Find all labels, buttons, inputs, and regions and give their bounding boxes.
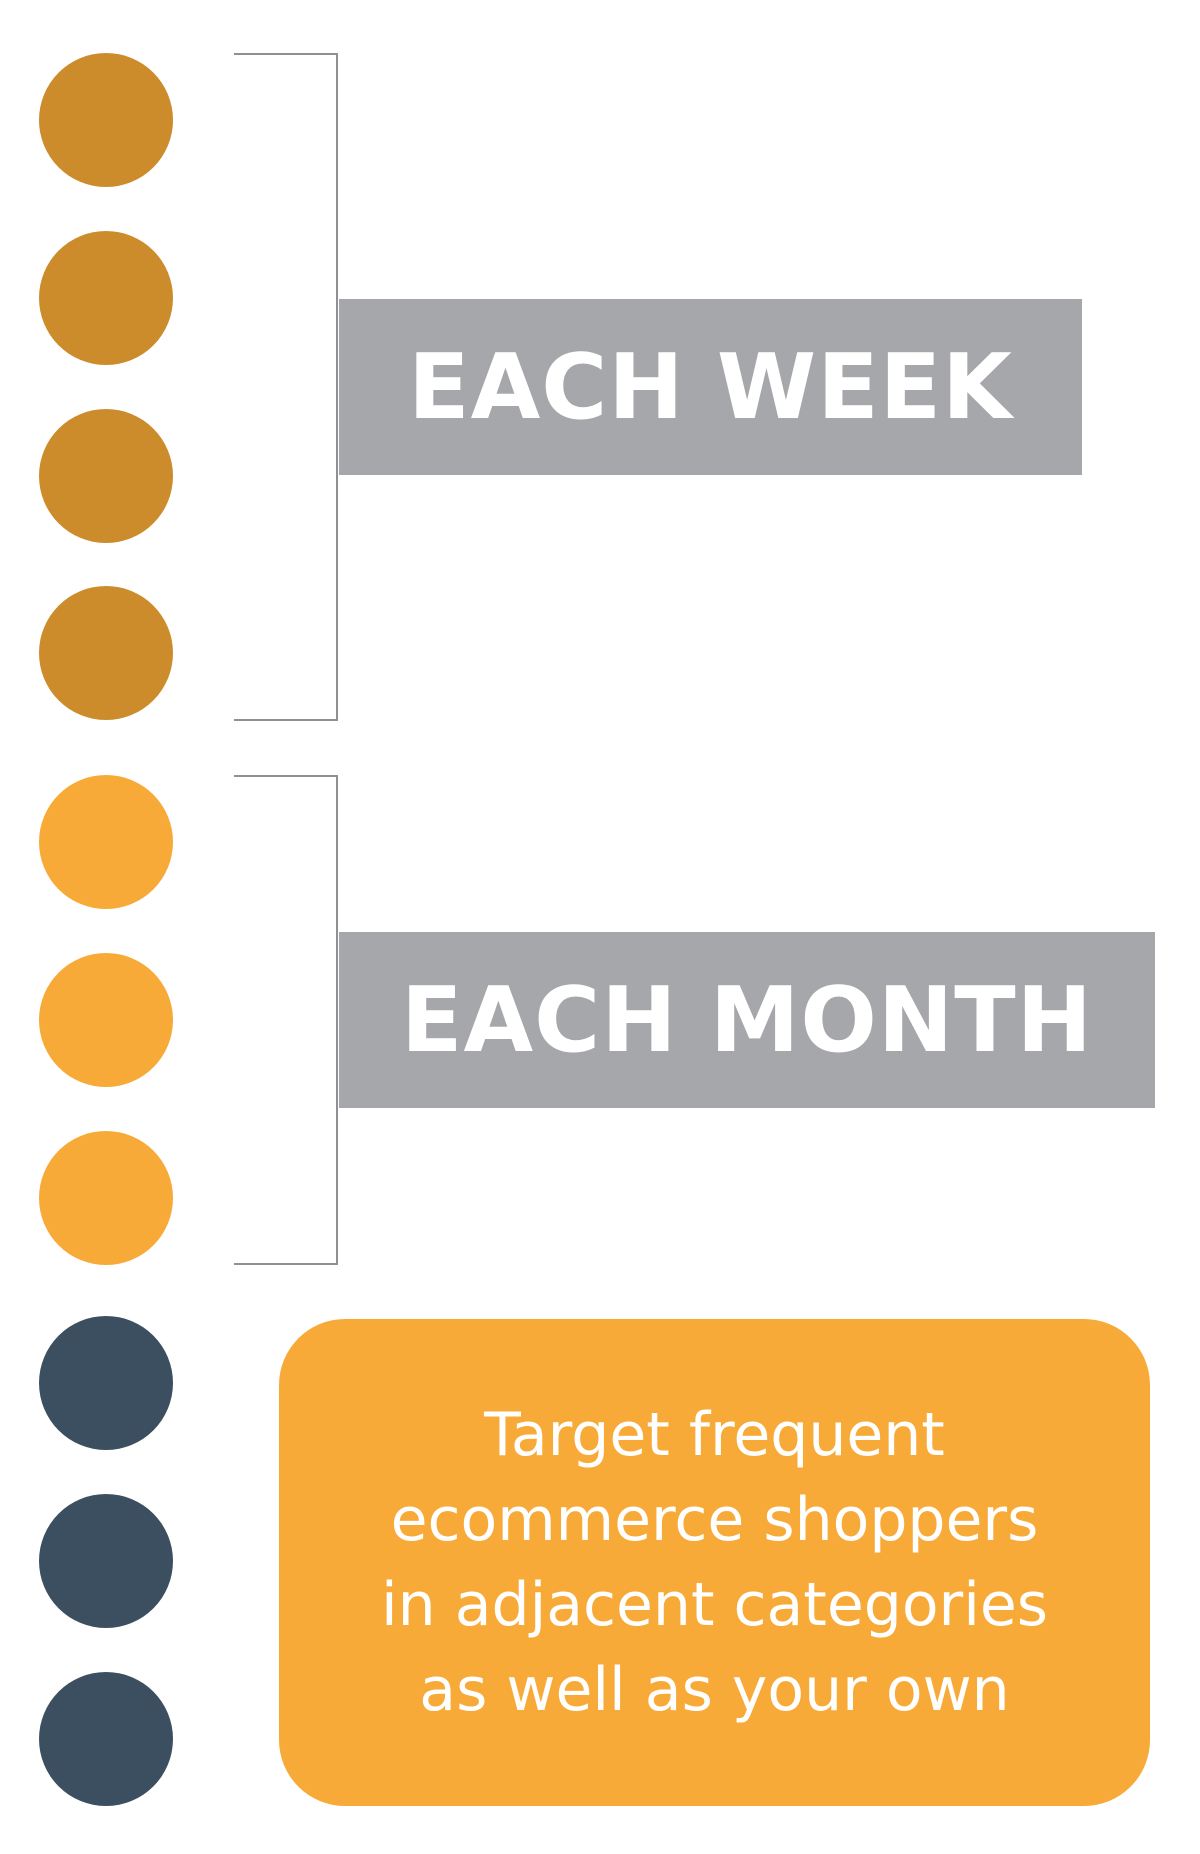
other-dot [39,1316,173,1450]
each-month-label: EACH MONTH [401,967,1093,1073]
monthly-dot [39,1131,173,1265]
other-dot [39,1672,173,1806]
weekly-dot [39,231,173,365]
weekly-dot [39,53,173,187]
callout-line: in adjacent categories [380,1569,1049,1640]
monthly-bracket [234,775,338,1265]
other-dot [39,1494,173,1628]
weekly-dot [39,586,173,720]
callout-line: Target frequent [484,1399,945,1470]
weekly-bracket [234,53,338,721]
callout-text: Target frequent ecommerce shoppers in ad… [381,1393,1048,1733]
callout-box: Target frequent ecommerce shoppers in ad… [279,1319,1150,1806]
each-week-label-box: EACH WEEK [339,299,1082,475]
monthly-dot [39,953,173,1087]
each-week-label: EACH WEEK [408,334,1013,440]
monthly-dot [39,775,173,909]
callout-line: as well as your own [419,1654,1010,1725]
callout-line: ecommerce shoppers [390,1484,1039,1555]
weekly-dot [39,409,173,543]
each-month-label-box: EACH MONTH [339,932,1155,1108]
